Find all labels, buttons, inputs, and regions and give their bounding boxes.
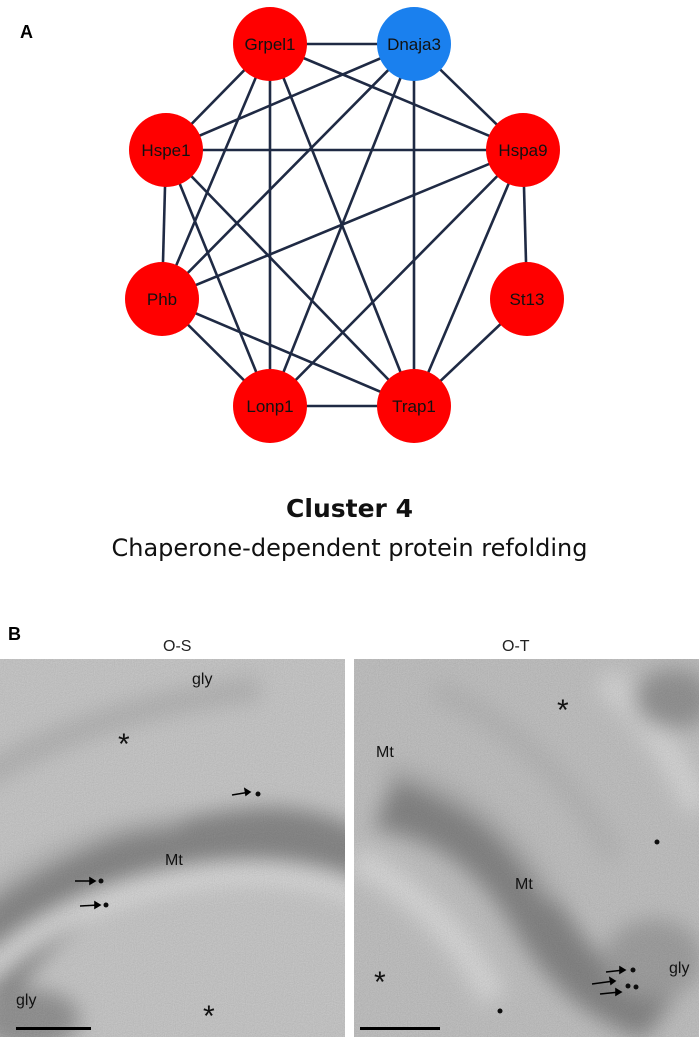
node-label-dnaja3: Dnaja3 — [387, 35, 441, 54]
right-micrograph-title: O-T — [502, 638, 530, 655]
edge-hspa9-phb — [161, 148, 524, 301]
network-edges — [160, 42, 529, 408]
star-label-a: * — [557, 694, 569, 727]
star-label-b: * — [203, 1000, 215, 1033]
scale-bar-left — [16, 1027, 91, 1030]
edge-hspe1-trap1 — [165, 149, 415, 407]
edge-hspe1-lonp1 — [164, 149, 272, 407]
node-circle-lonp1 — [233, 369, 307, 443]
node-st13: St13 — [490, 262, 564, 336]
node-label-hspe1: Hspe1 — [141, 141, 190, 160]
mt-label: Mt — [165, 852, 183, 869]
node-circle-phb — [125, 262, 199, 336]
panel-a-letter: A — [20, 22, 33, 42]
gly-label: gly — [669, 960, 689, 977]
node-label-lonp1: Lonp1 — [246, 397, 293, 416]
gly-label-bottom: gly — [16, 992, 36, 1009]
node-grpel1: Grpel1 — [233, 7, 307, 81]
edge-hspa9-trap1 — [412, 149, 525, 407]
micrograph-o-t: * Mt Mt * gly — [354, 659, 699, 1037]
node-circle-dnaja3 — [377, 7, 451, 81]
edge-hspa9-lonp1 — [269, 149, 524, 407]
node-phb: Phb — [125, 262, 199, 336]
node-label-grpel1: Grpel1 — [244, 35, 295, 54]
left-micrograph-title: O-S — [163, 638, 192, 655]
node-label-phb: Phb — [147, 290, 177, 309]
node-circle-grpel1 — [233, 7, 307, 81]
edge-phb-trap1 — [161, 297, 415, 408]
node-circle-hspe1 — [129, 113, 203, 187]
mt-label-top: Mt — [376, 744, 394, 761]
node-hspa9: Hspa9 — [486, 113, 560, 187]
gly-label-top: gly — [192, 671, 212, 688]
node-label-hspa9: Hspa9 — [498, 141, 547, 160]
node-circle-st13 — [490, 262, 564, 336]
node-label-trap1: Trap1 — [392, 397, 436, 416]
node-label-st13: St13 — [510, 290, 545, 309]
node-circle-trap1 — [377, 369, 451, 443]
edge-grpel1-hspa9 — [269, 42, 524, 152]
edge-dnaja3-phb — [161, 43, 415, 300]
panel-b-letter: B — [8, 624, 21, 644]
node-hspe1: Hspe1 — [129, 113, 203, 187]
micrograph-o-s: gly * Mt gly * — [0, 659, 345, 1037]
node-dnaja3: Dnaja3 — [377, 7, 451, 81]
cluster-title: Cluster 4 — [286, 494, 413, 523]
star-label-a: * — [118, 728, 130, 761]
cluster-subtitle: Chaperone-dependent protein refolding — [111, 534, 588, 562]
star-label-b: * — [374, 966, 386, 999]
node-circle-hspa9 — [486, 113, 560, 187]
node-lonp1: Lonp1 — [233, 369, 307, 443]
edge-dnaja3-hspe1 — [165, 42, 415, 152]
node-trap1: Trap1 — [377, 369, 451, 443]
edge-grpel1-phb — [160, 43, 272, 300]
mt-label-center: Mt — [515, 876, 533, 893]
scale-bar-right — [360, 1027, 440, 1030]
